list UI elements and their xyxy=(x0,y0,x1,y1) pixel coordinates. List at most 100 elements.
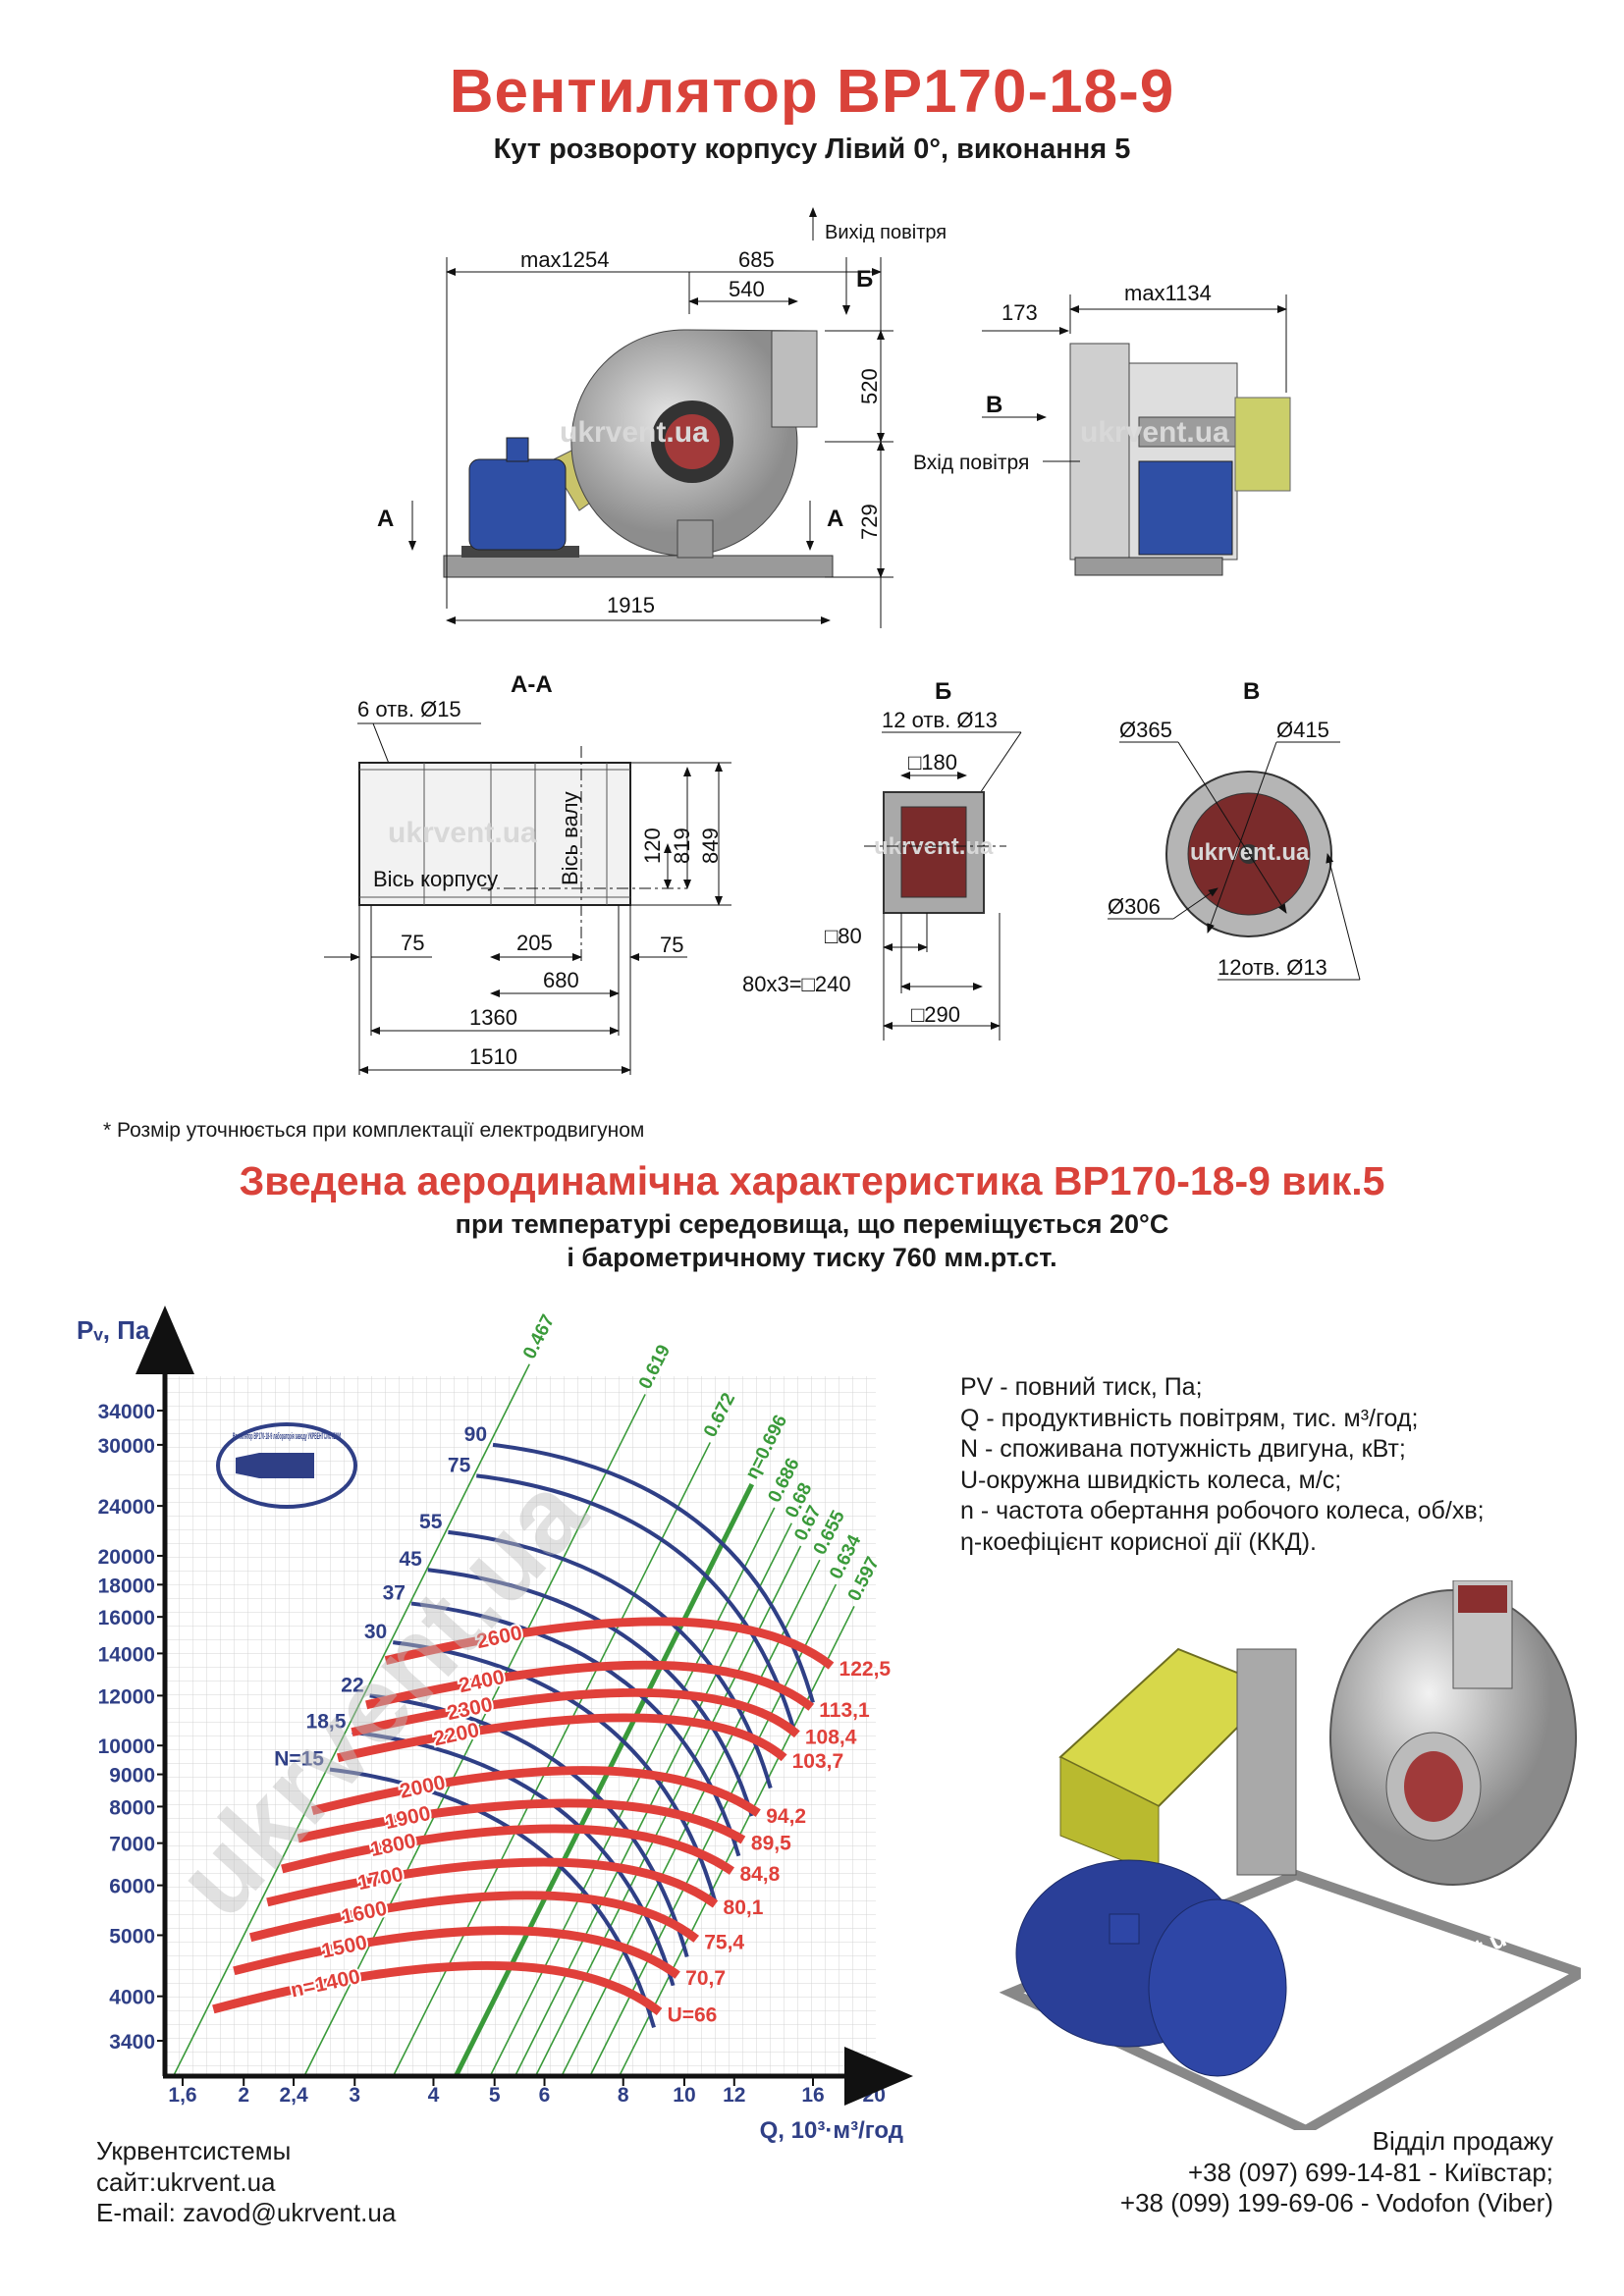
page-title: Вентилятор ВР170-18-9 xyxy=(449,58,1175,126)
x-tick-label: 10 xyxy=(673,2084,695,2107)
speed-curve xyxy=(337,1713,787,1763)
y-tick-label: 30000 xyxy=(98,1435,155,1458)
speed-curve xyxy=(384,1617,835,1670)
legend-item: PV - повний тиск, Па; xyxy=(960,1373,1203,1401)
power-label: 75 xyxy=(448,1454,471,1476)
view-b-mark: Б xyxy=(856,266,873,293)
dim-819: 819 xyxy=(670,828,694,864)
sales-phone-2[interactable]: +38 (099) 199-69-06 - Vodofon (Viber) xyxy=(1119,2188,1553,2217)
watermark: ukrvent.ua xyxy=(560,416,709,449)
y-tick-label: 24000 xyxy=(98,1496,155,1519)
axis-body-label: Вісь корпусу xyxy=(373,867,498,891)
section-a-a-title: А-А xyxy=(511,671,553,698)
y-tick-label: 16000 xyxy=(98,1607,155,1629)
efficiency-line xyxy=(514,1522,792,2076)
x-tick-label: 2,4 xyxy=(279,2084,308,2107)
view-b-holes: 12 отв. Ø13 xyxy=(882,708,998,732)
peripheral-speed-label: 122,5 xyxy=(839,1658,892,1681)
dim-1510: 1510 xyxy=(469,1044,517,1069)
y-tick-label: 9000 xyxy=(109,1765,155,1788)
x-tick-label: 2 xyxy=(238,2084,249,2107)
power-label: 45 xyxy=(399,1548,422,1571)
speed-curve xyxy=(351,1687,800,1738)
y-tick-label: 18000 xyxy=(98,1575,155,1597)
legend-item: n - частота обертання робочого колеса, о… xyxy=(960,1497,1485,1524)
x-tick-label: 1,6 xyxy=(168,2084,196,2107)
dim-d306: Ø306 xyxy=(1108,894,1161,919)
legend-item: η-коефіцієнт корисної дії (ККД). xyxy=(960,1527,1317,1556)
section-a-a: А-А 6 отв. Ø15 ukrvent.ua Вісь корпусу В… xyxy=(324,671,731,1075)
y-tick-label: 8000 xyxy=(109,1796,155,1819)
view-v-holes: 12отв. Ø13 xyxy=(1218,955,1327,980)
y-tick-label: 7000 xyxy=(109,1834,155,1856)
dim-d415: Ø415 xyxy=(1276,718,1329,742)
y-tick-label: 12000 xyxy=(98,1685,155,1708)
dim-680: 680 xyxy=(543,968,579,992)
y-tick-label: 20000 xyxy=(98,1546,155,1569)
peripheral-speed-label: 94,2 xyxy=(766,1805,806,1828)
view-v: В ukrvent.ua Ø365 Ø415 Ø306 12отв. Ø13 xyxy=(1108,678,1361,981)
company-site[interactable]: сайт:ukrvent.ua xyxy=(96,2166,276,2197)
lab-stamp: Вентилятор ВР170-18-9 лабораторія заводу… xyxy=(216,1422,357,1509)
x-tick-label: 16 xyxy=(801,2084,824,2107)
dim-520: 520 xyxy=(857,368,882,404)
axis-shaft-label: Вісь валу xyxy=(558,791,582,885)
section-a-mark-right: A xyxy=(827,506,843,532)
dim-max1134: max1134 xyxy=(1124,281,1212,305)
dim-849: 849 xyxy=(698,828,723,864)
legend-item: N - споживана потужність двигуна, кВт; xyxy=(960,1435,1406,1463)
footnote: * Розмір уточнюється при комплектації ел… xyxy=(103,1119,645,1142)
view-b-title: Б xyxy=(935,678,951,705)
peripheral-speed-label: 75,4 xyxy=(704,1931,744,1953)
dim-sq80: □80 xyxy=(825,924,862,948)
dim-sq290: □290 xyxy=(911,1002,960,1027)
power-curve xyxy=(427,1568,754,1817)
legend-item: Q - продуктивність повітрям, тис. м³/год… xyxy=(960,1404,1419,1432)
chart-legend: PV - повний тиск, Па; Q - продуктивність… xyxy=(960,1372,1485,1558)
x-tick-label: 12 xyxy=(723,2084,745,2107)
x-tick-label: 8 xyxy=(618,2084,629,2107)
peripheral-speed-label: 89,5 xyxy=(751,1832,791,1854)
y-tick-label: 6000 xyxy=(109,1876,155,1898)
y-tick-label: 14000 xyxy=(98,1643,155,1666)
peripheral-speed-label: 84,8 xyxy=(739,1863,780,1886)
efficiency-line xyxy=(454,1482,755,2077)
dim-120: 120 xyxy=(640,828,665,864)
sales-phone-1[interactable]: +38 (097) 699-14-81 - Київстар; xyxy=(1187,2157,1553,2187)
dim-sq180: □180 xyxy=(908,750,957,774)
x-tick-label: 5 xyxy=(489,2084,501,2107)
power-label: 55 xyxy=(419,1511,443,1533)
page-subtitle: Кут розвороту корпусу Лівий 0°, виконанн… xyxy=(493,133,1131,165)
company-email[interactable]: E-mail: zavod@ukrvent.ua xyxy=(96,2198,397,2227)
power-label: 30 xyxy=(364,1621,387,1643)
company-contacts: Укрвентсистемы сайт:ukrvent.ua E-mail: z… xyxy=(96,2136,396,2229)
y-tick-label: 4000 xyxy=(109,1987,155,2009)
dim-max1254: max1254 xyxy=(520,247,610,272)
section-holes-label: 6 отв. Ø15 xyxy=(357,697,461,721)
speed-curve xyxy=(212,1960,663,2015)
sales-title: Відділ продажу xyxy=(1372,2126,1553,2156)
y-tick-label: 5000 xyxy=(109,1925,155,1948)
x-tick-label: 6 xyxy=(539,2084,551,2107)
chart-conditions-line2: і барометричному тиску 760 мм.рт.ст. xyxy=(567,1243,1057,1272)
section-a-mark-left: A xyxy=(377,506,394,532)
front-view: ukrvent.ua max1254 685 540 Вихід повітря… xyxy=(377,207,947,628)
efficiency-line xyxy=(173,1363,530,2076)
dim-75-right: 75 xyxy=(660,933,683,957)
dim-205: 205 xyxy=(516,931,553,955)
dim-75-left: 75 xyxy=(401,931,424,955)
power-curve xyxy=(329,1767,656,2028)
view-b: Б 12 отв. Ø13 ukrvent.ua □180 □80 80x3=□… xyxy=(742,678,1022,1041)
y-tick-label: 10000 xyxy=(98,1735,155,1758)
speed-curve xyxy=(311,1766,761,1817)
dim-d365: Ø365 xyxy=(1119,718,1172,742)
power-label: 37 xyxy=(383,1582,406,1605)
speed-curve xyxy=(266,1857,719,1908)
watermark: ukrvent.ua xyxy=(1080,416,1229,449)
y-axis-label: Pᵥ, Па xyxy=(77,1315,150,1345)
chart-conditions-line1: при температурі середовища, що переміщує… xyxy=(455,1209,1169,1239)
dim-729: 729 xyxy=(857,504,882,540)
dim-sq240: 80x3=□240 xyxy=(742,972,851,996)
legend-item: U-окружна швидкість колеса, м/с; xyxy=(960,1466,1342,1494)
